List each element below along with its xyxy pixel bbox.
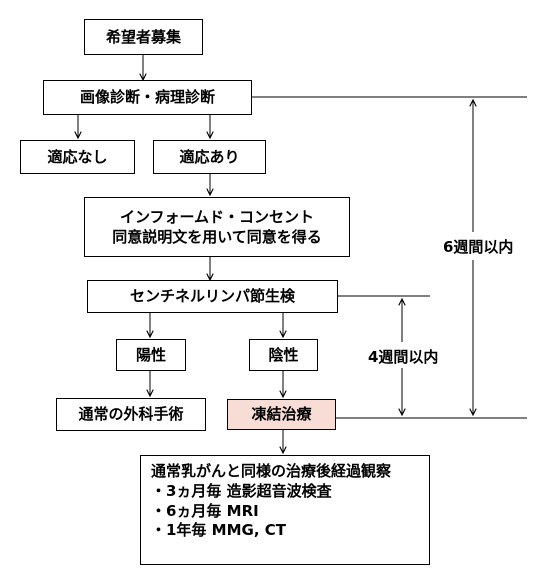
sentinel-box: センチネルリンパ節生検: [87, 280, 338, 313]
followup-line-2: ・3ヵ月毎 造影超音波検査: [151, 481, 332, 500]
diagnosis-box: 画像診断・病理診断: [43, 80, 252, 115]
followup-line-4: ・1年毎 MMG, CT: [151, 521, 286, 540]
followup-line-3: ・6ヵ月毎 MRI: [151, 501, 259, 520]
consent-line-1: インフォームド・コンセント: [119, 207, 315, 226]
followup-line-1: 通常乳がんと同様の治療後経過観察: [151, 462, 392, 480]
followup-box: 通常乳がんと同様の治療後経過観察 ・3ヵ月毎 造影超音波検査 ・6ヵ月毎 MRI…: [140, 455, 430, 565]
cryo-box: 凍結治療: [227, 399, 336, 430]
indicated-box: 適応あり: [153, 140, 266, 174]
consent-box: インフォームド・コンセント 同意説明文を用いて同意を得る: [84, 197, 350, 257]
six-weeks-label: 6週間以内: [443, 238, 514, 256]
four-weeks-label: 4週間以内: [368, 348, 439, 366]
not-indicated-box: 適応なし: [20, 140, 135, 174]
surgery-box: 通常の外科手術: [56, 398, 206, 431]
positive-box: 陽性: [116, 339, 186, 371]
consent-line-2: 同意説明文を用いて同意を得る: [112, 228, 322, 246]
negative-box: 陰性: [249, 339, 318, 371]
recruit-box: 希望者募集: [84, 19, 203, 55]
